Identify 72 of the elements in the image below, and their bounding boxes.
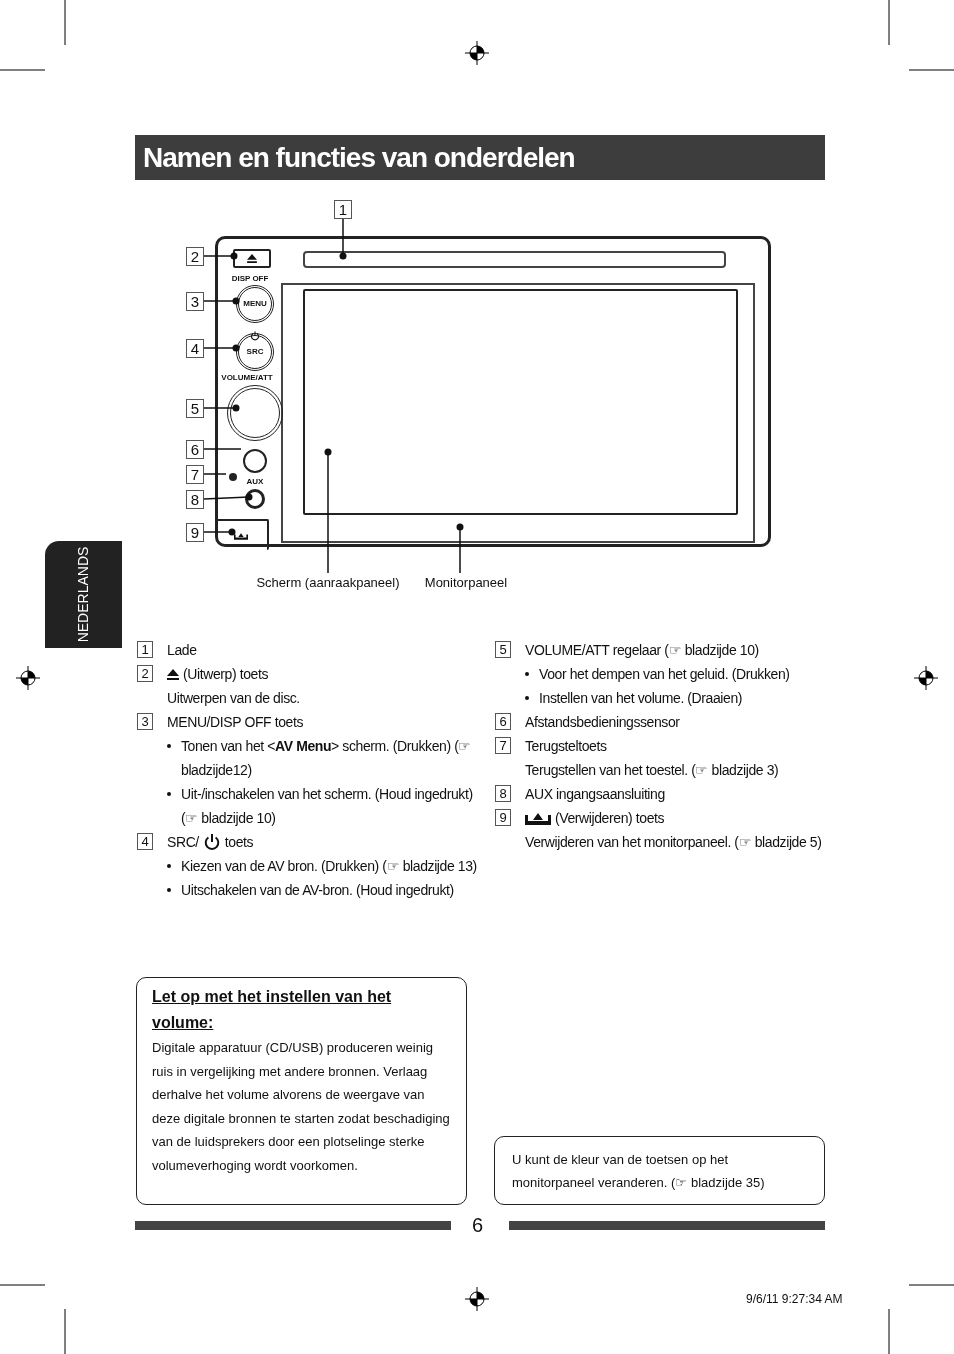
item-text: Kiezen van de AV bron. (Drukken) (☞ bladzijde 13) xyxy=(181,857,477,876)
callout-number: 2 xyxy=(186,247,204,266)
item-text: Terugsteltoets xyxy=(525,737,607,756)
item-text: Afstandsbedieningssensor xyxy=(525,713,680,732)
item-text: VOLUME/ATT regelaar (☞ bladzijde 10) xyxy=(525,641,759,660)
callout-text: Scherm (aanraakpaneel) xyxy=(250,573,406,593)
disc-tray-slot xyxy=(303,251,726,268)
panel-label: DISP OFF xyxy=(230,275,270,283)
item-text: (Verwijderen) toets xyxy=(555,809,665,828)
callout-number: 4 xyxy=(137,833,153,850)
item-text: Terugstellen van het toestel. (☞ bladzijde 3) xyxy=(525,762,779,778)
item-text: Lade xyxy=(167,641,197,660)
item-text: Tonen van het <AV Menu> scherm. (Drukken) (☞ bladzijde12) xyxy=(181,737,473,780)
callout-number: 2 xyxy=(137,665,153,682)
leader-line xyxy=(203,297,240,305)
callout-number: 8 xyxy=(495,785,511,802)
leader-line xyxy=(339,218,347,260)
note-text: Digitale apparatuur (CD/USB) produceren weinig ruis in vergelijking met andere bronnen. Verlaag derhalve het volume alvorens de weergave van deze digitale bronnen te starten zodat beschadiging van de luidsprekers door een plotselinge sterke volumeverhoging wordt voorkomen. xyxy=(152,1039,451,1175)
callout-number: 3 xyxy=(137,713,153,730)
item-text: SRC/ xyxy=(167,833,199,852)
callout-number: 6 xyxy=(186,440,204,459)
item-text: (Uitwerp) toets xyxy=(183,665,269,684)
button-label: MENU xyxy=(243,300,267,308)
item-text: MENU/DISP OFF toets xyxy=(167,713,304,732)
leader-line xyxy=(203,473,227,475)
note-box xyxy=(494,1136,825,1205)
callout-number: 1 xyxy=(137,641,153,658)
item-text: Uit-/inschakelen van het scherm. (Houd ingedrukt) (☞ bladzijde 10) xyxy=(181,785,474,828)
callout-number: 9 xyxy=(495,809,511,826)
reset-button xyxy=(229,473,237,481)
leader-line xyxy=(324,448,332,574)
callout-number: 1 xyxy=(334,200,352,219)
monitor-panel xyxy=(215,236,771,547)
leader-line xyxy=(456,523,464,574)
callout-text: Monitorpaneel xyxy=(418,573,514,593)
callout-number: 5 xyxy=(186,399,204,418)
eject-button xyxy=(233,249,271,268)
page-number: 6 xyxy=(472,1213,484,1238)
remote-sensor xyxy=(243,449,267,473)
callout-number: 7 xyxy=(495,737,511,754)
note-heading: Let op met het instellen van het volume: xyxy=(152,987,393,1033)
item-text: toets xyxy=(224,833,254,852)
callout-number: 4 xyxy=(186,339,204,358)
callout-number: 9 xyxy=(186,523,204,542)
touch-screen xyxy=(303,289,738,515)
detach-button xyxy=(215,519,269,550)
leader-line xyxy=(203,404,240,412)
print-date: 9/6/11 9:27:34 AM xyxy=(746,1291,843,1308)
callout-number: 3 xyxy=(186,292,204,311)
page-title: Namen en functies van onderdelen xyxy=(143,140,575,175)
tab-label: NEDERLANDS xyxy=(74,546,92,643)
aux-jack xyxy=(245,489,265,509)
panel-label: VOLUME/ATT xyxy=(220,374,274,382)
note-box xyxy=(136,977,467,1205)
item-text: Uitwerpen van de disc. xyxy=(167,690,300,706)
note-text: U kunt de kleur van de toetsen op het monitorpaneel veranderen. (☞ bladzijde 35) xyxy=(512,1150,766,1192)
item-text: AUX ingangsaansluiting xyxy=(525,785,665,804)
leader-line xyxy=(203,252,238,260)
callout-number: 8 xyxy=(186,490,204,509)
item-text: Uitschakelen van de AV-bron. (Houd ingedrukt) xyxy=(181,881,454,900)
leader-line xyxy=(203,528,236,536)
button-label: SRC xyxy=(246,348,264,356)
callout-number: 7 xyxy=(186,465,204,484)
item-text: Instellen van het volume. (Draaien) xyxy=(539,689,743,708)
leader-line xyxy=(203,493,253,501)
item-text: Verwijderen van het monitorpaneel. (☞ bladzijde 5) xyxy=(525,834,822,850)
leader-line xyxy=(203,448,242,450)
leader-line xyxy=(203,344,240,352)
callout-number: 5 xyxy=(495,641,511,658)
callout-number: 6 xyxy=(495,713,511,730)
panel-label: AUX xyxy=(245,478,265,486)
item-text: Voor het dempen van het geluid. (Drukken) xyxy=(539,665,790,684)
